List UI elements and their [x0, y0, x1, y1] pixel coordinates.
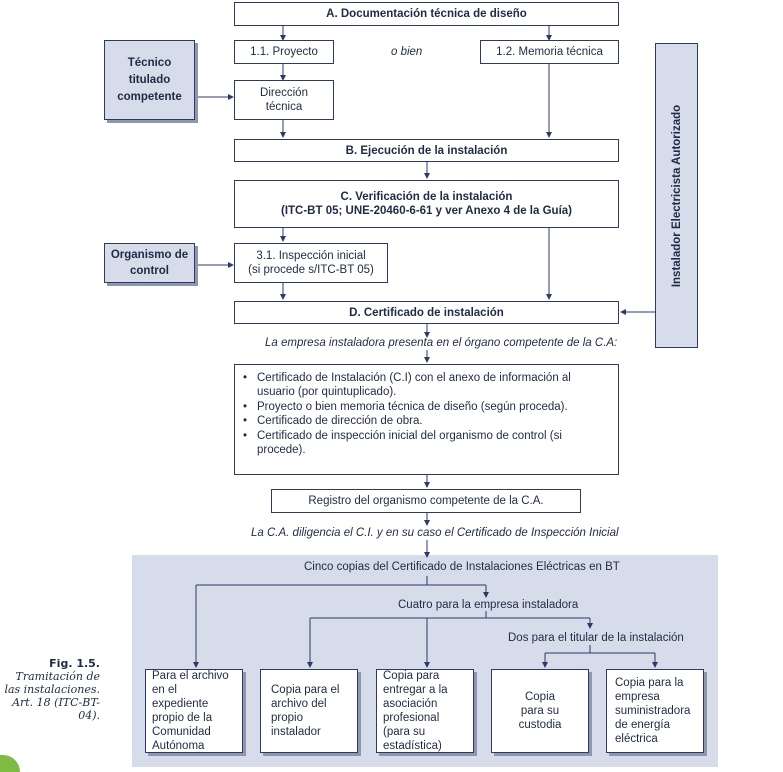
registro-box: Registro del organismo competente de la … — [271, 489, 581, 513]
documents-list: Certificado de Instalación (C.I) con el … — [234, 364, 619, 475]
tecnico-label: Técnico titulado competente — [117, 56, 182, 103]
proyecto-label: 1.1. Proyecto — [250, 46, 318, 58]
a-documentacion-label: A. Documentación técnica de diseño — [326, 8, 527, 20]
copia-titular-custodia-box: Copia para su custodia — [491, 669, 589, 753]
proyecto-box: 1.1. Proyecto — [234, 40, 334, 64]
copia-suministradora-label: Copia para la empresa suministradora de … — [615, 677, 691, 745]
o-bien-text: o bien — [391, 46, 423, 58]
dos-copias-text: Dos para el titular de la instalación — [508, 632, 684, 644]
copia-instalador-label: Copia para el archivo del propio instala… — [271, 684, 340, 738]
direccion-label: Dirección técnica — [260, 87, 308, 113]
copia-instalador-box: Copia para el archivo del propio instala… — [260, 669, 358, 753]
copia-suministradora-box: Copia para la empresa suministradora de … — [606, 669, 704, 753]
inspeccion-condition: (si procede s/ITC-BT 05) — [248, 264, 374, 276]
figure-caption-text: Tramitación de las instalaciones. Art. 1… — [4, 670, 100, 722]
figure-caption: Fig. 1.5. Tramitación de las instalacion… — [0, 657, 100, 722]
inspeccion-label: 3.1. Inspección inicial — [256, 250, 366, 262]
copia-comunidad-box: Para el archivo en el expediente propio … — [145, 669, 243, 753]
document-item: Certificado de Instalación (C.I) con el … — [243, 371, 610, 400]
c-verificacion-label: C. Verificación de la instalación — [340, 191, 513, 203]
document-item: Certificado de inspección inicial del or… — [243, 429, 610, 458]
presenta-text: La empresa instaladora presenta en el ór… — [265, 337, 618, 349]
c-verificacion-ref: (ITC-BT 05; UNE-20460-6-61 y ver Anexo 4… — [280, 205, 572, 217]
instalador-box: Instalador Electricista Autorizado — [655, 43, 698, 348]
copia-titular-custodia-label: Copia para su custodia — [518, 691, 562, 731]
cuatro-copias-text: Cuatro para la empresa instaladora — [398, 599, 579, 611]
memoria-box: 1.2. Memoria técnica — [480, 40, 619, 64]
tecnico-box: Técnico titulado competente — [104, 40, 195, 120]
figure-number: Fig. 1.5. — [49, 657, 100, 670]
b-ejecucion-label: B. Ejecución de la instalación — [345, 144, 508, 157]
memoria-label: 1.2. Memoria técnica — [496, 46, 603, 58]
direccion-box: Dirección técnica — [234, 80, 334, 120]
registro-label: Registro del organismo competente de la … — [308, 495, 544, 507]
organismo-label: Organismo de control — [110, 249, 189, 277]
inspeccion-box: 3.1. Inspección inicial (si procede s/IT… — [234, 243, 388, 283]
page-corner-tab — [0, 755, 20, 772]
copia-asociacion-label: Copia para entregar a la asociación prof… — [383, 670, 448, 752]
a-documentacion-box: A. Documentación técnica de diseño — [234, 2, 619, 26]
d-certificado-label: D. Certificado de instalación — [349, 306, 504, 319]
document-item: Certificado de dirección de obra. — [243, 414, 610, 429]
copia-comunidad-label: Para el archivo en el expediente propio … — [152, 670, 229, 752]
c-verificacion-box: C. Verificación de la instalación (ITC-B… — [234, 180, 619, 228]
diligencia-text: La C.A. diligencia el C.I. y en su caso … — [251, 527, 619, 539]
document-item: Proyecto o bien memoria técnica de diseñ… — [243, 400, 610, 415]
organismo-box: Organismo de control — [104, 243, 195, 283]
cinco-copias-text: Cinco copias del Certificado de Instalac… — [304, 561, 620, 573]
d-certificado-box: D. Certificado de instalación — [234, 301, 619, 324]
b-ejecucion-box: B. Ejecución de la instalación — [234, 139, 619, 162]
copia-asociacion-box: Copia para entregar a la asociación prof… — [376, 669, 474, 753]
